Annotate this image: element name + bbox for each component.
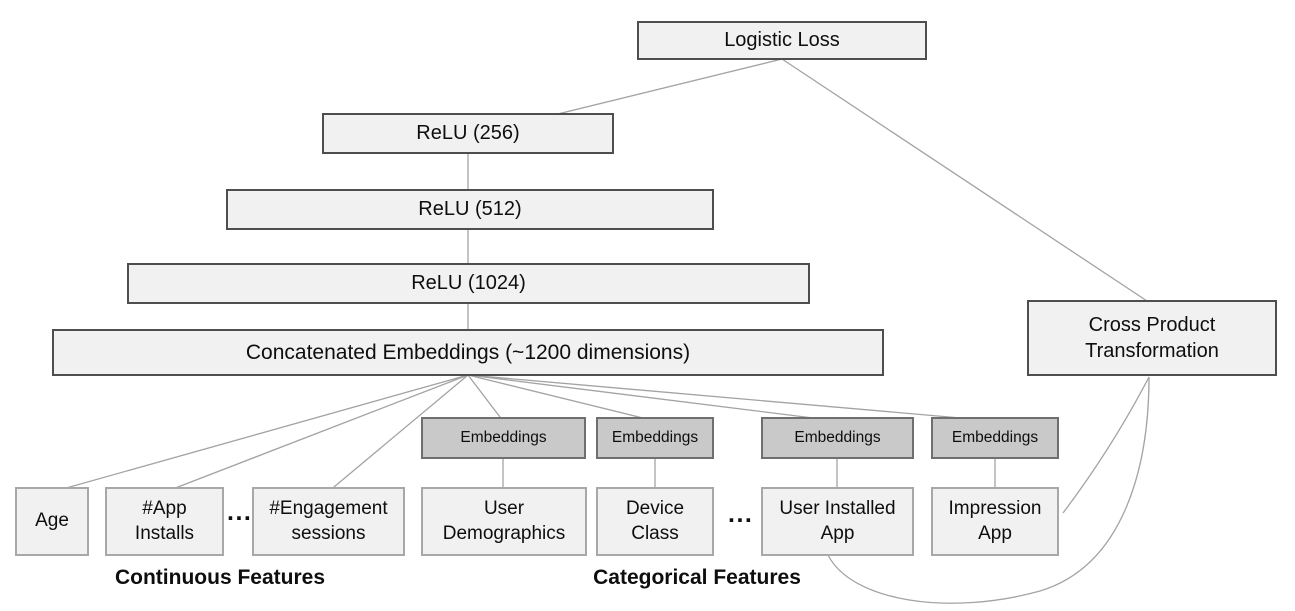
- edge-concat-to-age: [51, 374, 469, 493]
- embeddings-box-user-demographics: Embeddings: [421, 417, 586, 459]
- edge-logistic-loss-to-cross-product: [781, 58, 1151, 304]
- feature-box-user-demographics: User Demographics: [421, 487, 587, 556]
- relu-1024-box: ReLU (1024): [127, 263, 810, 304]
- concatenated-embeddings-box: Concatenated Embeddings (~1200 dimension…: [52, 329, 884, 376]
- edge-concat-to-embed3: [467, 374, 838, 422]
- edge-concat-to-embed2: [467, 374, 656, 422]
- feature-box-age: Age: [15, 487, 89, 556]
- continuous-features-label: Continuous Features: [114, 566, 325, 589]
- edge-concat-to-embed4: [467, 374, 996, 422]
- edge-concat-to-app-installs: [164, 374, 469, 493]
- feature-box-user-installed-app: User Installed App: [761, 487, 914, 556]
- feature-box-app-installs: #App Installs: [105, 487, 224, 556]
- logistic-loss-box: Logistic Loss: [637, 21, 927, 60]
- cross-product-transformation-box: Cross Product Transformation: [1027, 300, 1277, 376]
- feature-box-impression-app: Impression App: [931, 487, 1059, 556]
- relu-256-box: ReLU (256): [322, 113, 614, 154]
- edge-impression-app-to-cross-product-curve: [1062, 376, 1150, 514]
- feature-box-device-class: Device Class: [596, 487, 714, 556]
- embeddings-box-device-class: Embeddings: [596, 417, 714, 459]
- ellipsis-continuous-features: ...: [227, 498, 253, 526]
- categorical-features-label: Categorical Features: [593, 566, 801, 589]
- edge-concat-to-embed1: [467, 374, 504, 422]
- ellipsis-categorical-features: ...: [728, 500, 754, 528]
- edge-user-installed-app-to-cross-product-curve: [827, 376, 1150, 604]
- relu-512-box: ReLU (512): [226, 189, 714, 230]
- feature-box-engagement-sessions: #Engagement sessions: [252, 487, 405, 556]
- edge-concat-to-engagement: [327, 374, 469, 493]
- embeddings-box-impression-app: Embeddings: [931, 417, 1059, 459]
- embeddings-box-user-installed-app: Embeddings: [761, 417, 914, 459]
